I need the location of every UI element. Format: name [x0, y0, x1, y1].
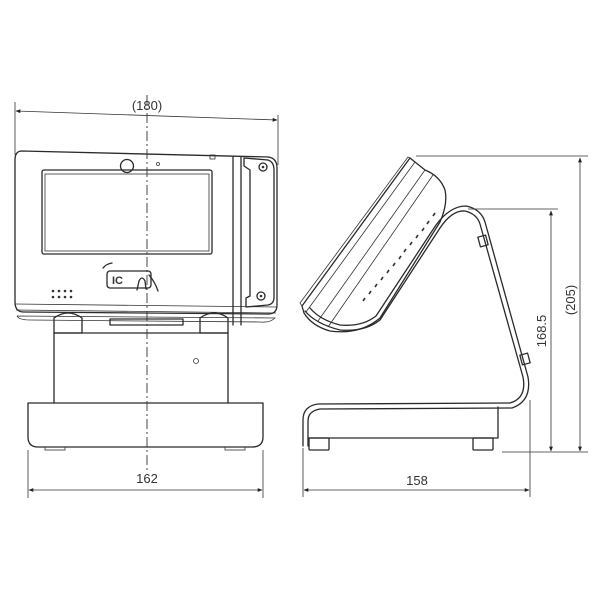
display-head-side — [299, 156, 447, 333]
dimension-label-168-5: 168.5 — [534, 315, 549, 348]
dimension-label-158: 158 — [406, 473, 428, 488]
vent-slots — [362, 212, 436, 302]
ic-card-logo: IC — [102, 262, 159, 292]
dimension-label-180: (180) — [132, 98, 162, 113]
base-side — [307, 406, 499, 451]
camera-icon — [119, 158, 135, 174]
speaker-grille-icon — [51, 289, 73, 299]
screw-icon — [256, 291, 266, 301]
ic-logo-text: IC — [112, 275, 123, 287]
dimension-base-width: 162 — [27, 450, 264, 498]
dimension-depth: 158 — [302, 400, 531, 497]
stand-arm-side — [302, 205, 531, 447]
card-reader-slot — [232, 156, 275, 326]
side-view: 158 168.5 (205) — [299, 155, 588, 497]
dimension-stand-height: 168.5 — [468, 208, 588, 453]
dimension-label-162: 162 — [136, 471, 158, 486]
display-head-front: IC — [14, 150, 278, 326]
screw-icon — [258, 162, 268, 172]
dimension-overall-height: (205) — [416, 155, 588, 452]
dimension-label-205: (205) — [563, 285, 578, 315]
screen-window — [41, 169, 213, 255]
front-view: (180) IC — [14, 95, 279, 498]
stand-front — [27, 312, 264, 451]
dimension-overall-width: (180) — [14, 98, 279, 165]
